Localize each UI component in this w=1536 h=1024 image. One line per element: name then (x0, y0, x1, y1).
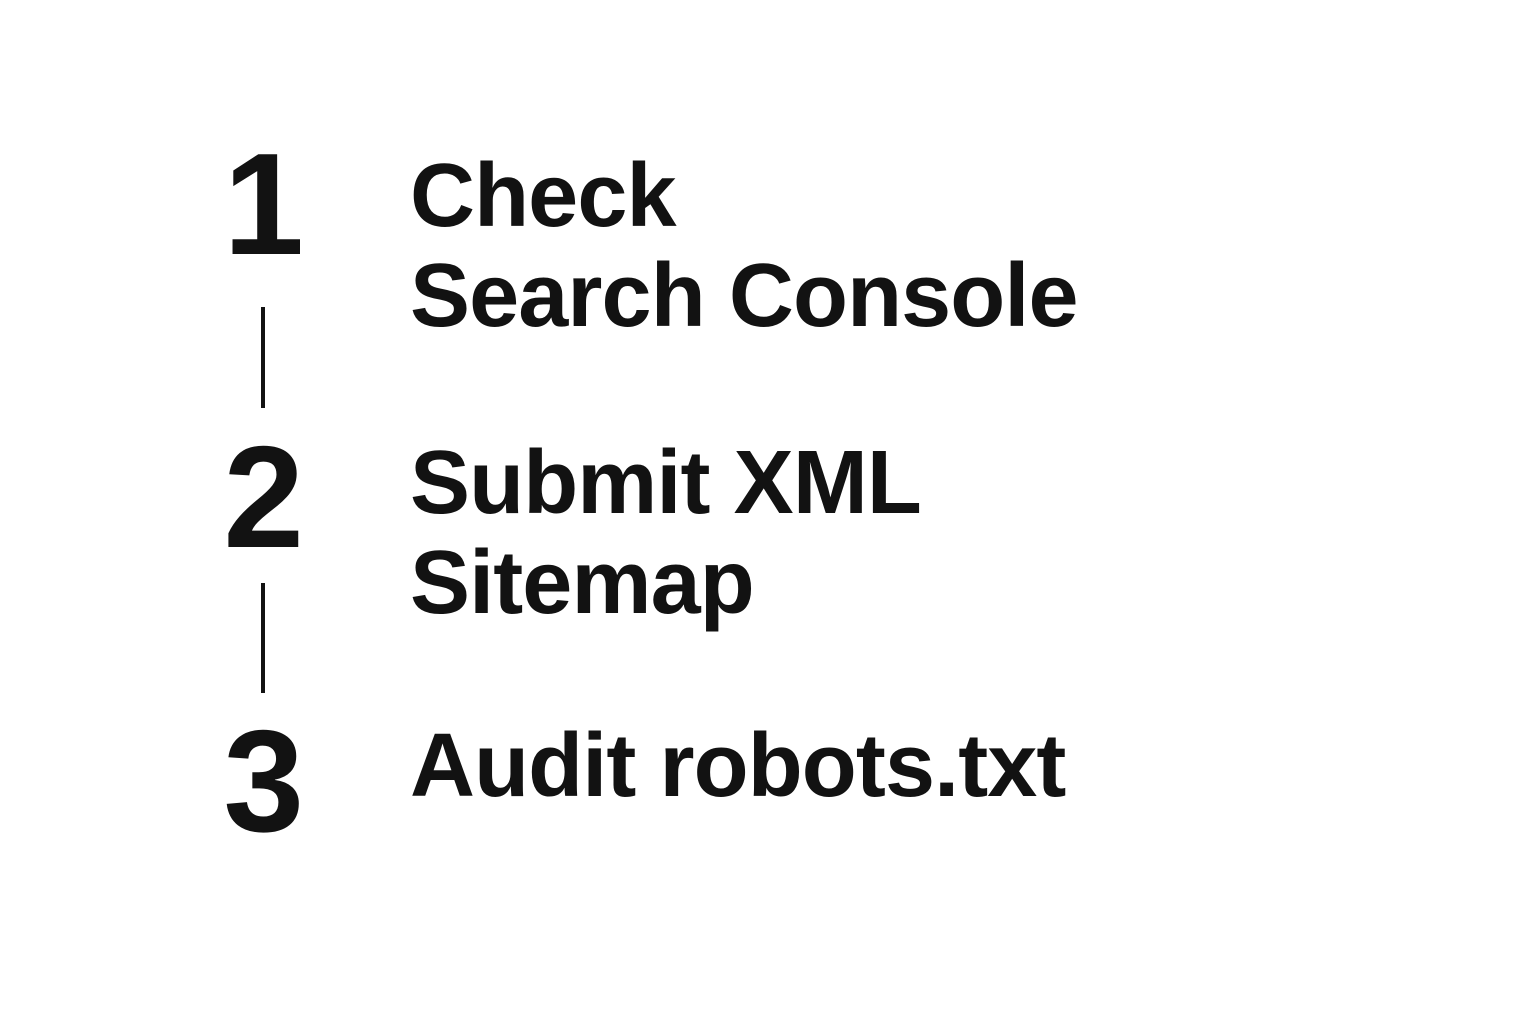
step-2-number: 2 (223, 416, 304, 578)
connector-line-2 (261, 583, 265, 693)
connector-line-1 (261, 307, 265, 408)
step-3-number: 3 (223, 700, 304, 862)
step-1-label-line-1: Check (410, 146, 677, 246)
step-3-label: Audit robots.txt (410, 716, 1210, 816)
step-2-label-line-2: Sitemap (410, 533, 755, 633)
step-2-label-line-1: Submit XML (410, 433, 922, 533)
step-2-label: Submit XML Sitemap (410, 433, 1210, 633)
step-1-label-line-2: Search Console (410, 246, 1079, 346)
step-1-label: Check Search Console (410, 146, 1210, 346)
step-3-label-line-1: Audit robots.txt (410, 716, 1066, 816)
step-1-number: 1 (223, 123, 304, 285)
